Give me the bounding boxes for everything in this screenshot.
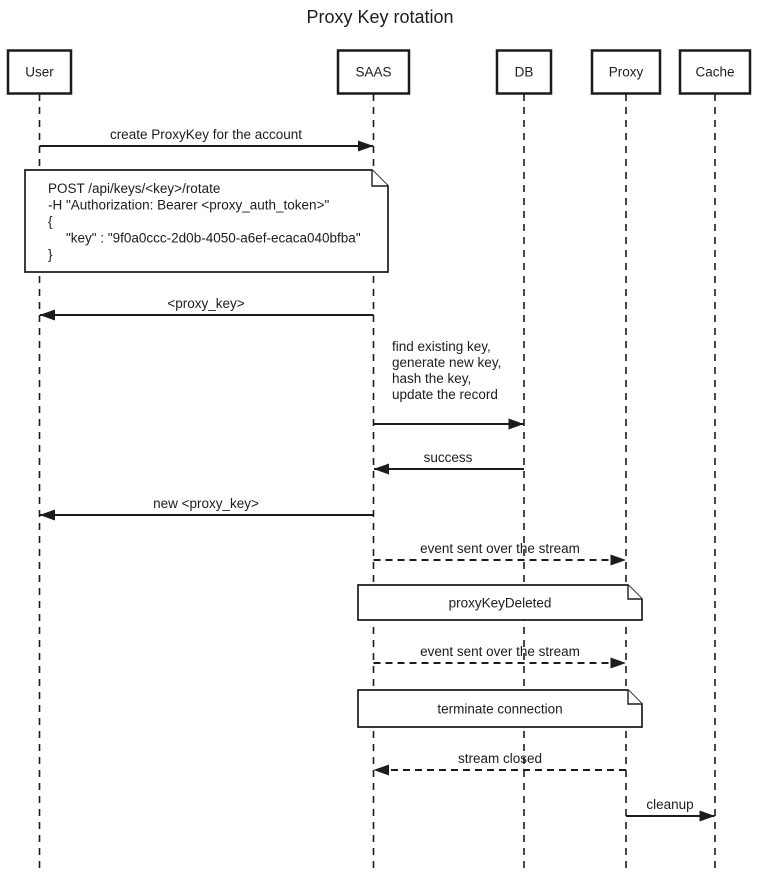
actor-proxy-box — [590, 49, 662, 95]
message-event-stream-1: event sent over the stream — [373, 541, 626, 566]
diagram-title: Proxy Key rotation — [306, 7, 453, 27]
note-request: POST /api/keys/<key>/rotate -H "Authoriz… — [24, 169, 389, 273]
actor-cache: Cache — [678, 49, 752, 95]
note-request-fold-icon — [371, 170, 388, 187]
message-cleanup: cleanup — [626, 797, 715, 822]
note-request-line: "key" : "9f0a0ccc-2d0b-4050-a6ef-ecaca04… — [66, 231, 361, 246]
message-success: success — [373, 450, 524, 475]
note-request-line: POST /api/keys/<key>/rotate — [48, 181, 220, 196]
message-new-proxy-key: new <proxy_key> — [39, 496, 374, 521]
note-request-line: { — [48, 214, 53, 229]
message-proxy-key-return: <proxy_key> — [39, 296, 374, 321]
actor-saas-box — [336, 49, 411, 95]
note-proxy-key-deleted: proxyKeyDeleted — [357, 584, 643, 621]
message-event-stream-2: event sent over the stream — [373, 644, 626, 669]
message-stream-closed: stream closed — [373, 751, 626, 776]
message-cleanup-label: cleanup — [646, 797, 693, 812]
actor-db-label: DB — [515, 65, 534, 80]
actor-proxy-label: Proxy — [609, 65, 644, 80]
note-request-line: } — [48, 247, 53, 262]
note-request-shape — [24, 169, 389, 273]
self-action-line: update the record — [392, 387, 498, 402]
self-action-line: hash the key, — [392, 371, 471, 386]
self-action-saas: find existing key, generate new key, has… — [392, 339, 501, 402]
note-terminate-connection-shape — [357, 689, 643, 728]
note-terminate-connection-text: terminate connection — [437, 702, 562, 717]
message-new-proxy-key-label: new <proxy_key> — [153, 496, 259, 511]
actor-saas: SAAS — [336, 49, 411, 95]
note-terminate-connection-fold-icon — [627, 690, 642, 705]
message-event-stream-2-label: event sent over the stream — [420, 644, 580, 659]
actor-proxy: Proxy — [590, 49, 662, 95]
message-create-proxykey-label: create ProxyKey for the account — [110, 127, 302, 142]
self-action-line: generate new key, — [392, 355, 501, 370]
note-request-line: -H "Authorization: Bearer <proxy_auth_to… — [48, 198, 329, 213]
note-terminate-connection: terminate connection — [357, 689, 643, 728]
note-proxy-key-deleted-fold-icon — [627, 585, 642, 600]
message-success-label: success — [424, 450, 473, 465]
actor-user-box — [6, 49, 73, 95]
actor-cache-label: Cache — [695, 65, 734, 80]
message-event-stream-1-label: event sent over the stream — [420, 541, 580, 556]
self-action-line: find existing key, — [392, 339, 491, 354]
note-proxy-key-deleted-shape — [357, 584, 643, 621]
actor-saas-label: SAAS — [355, 65, 391, 80]
actor-user-label: User — [25, 65, 54, 80]
message-stream-closed-label: stream closed — [458, 751, 542, 766]
actor-user: User — [6, 49, 73, 95]
actor-cache-box — [678, 49, 752, 95]
actor-db: DB — [495, 49, 553, 95]
message-proxy-key-return-label: <proxy_key> — [167, 296, 244, 311]
note-proxy-key-deleted-text: proxyKeyDeleted — [449, 596, 552, 611]
message-create-proxykey: create ProxyKey for the account — [39, 127, 374, 152]
actor-db-box — [495, 49, 553, 95]
